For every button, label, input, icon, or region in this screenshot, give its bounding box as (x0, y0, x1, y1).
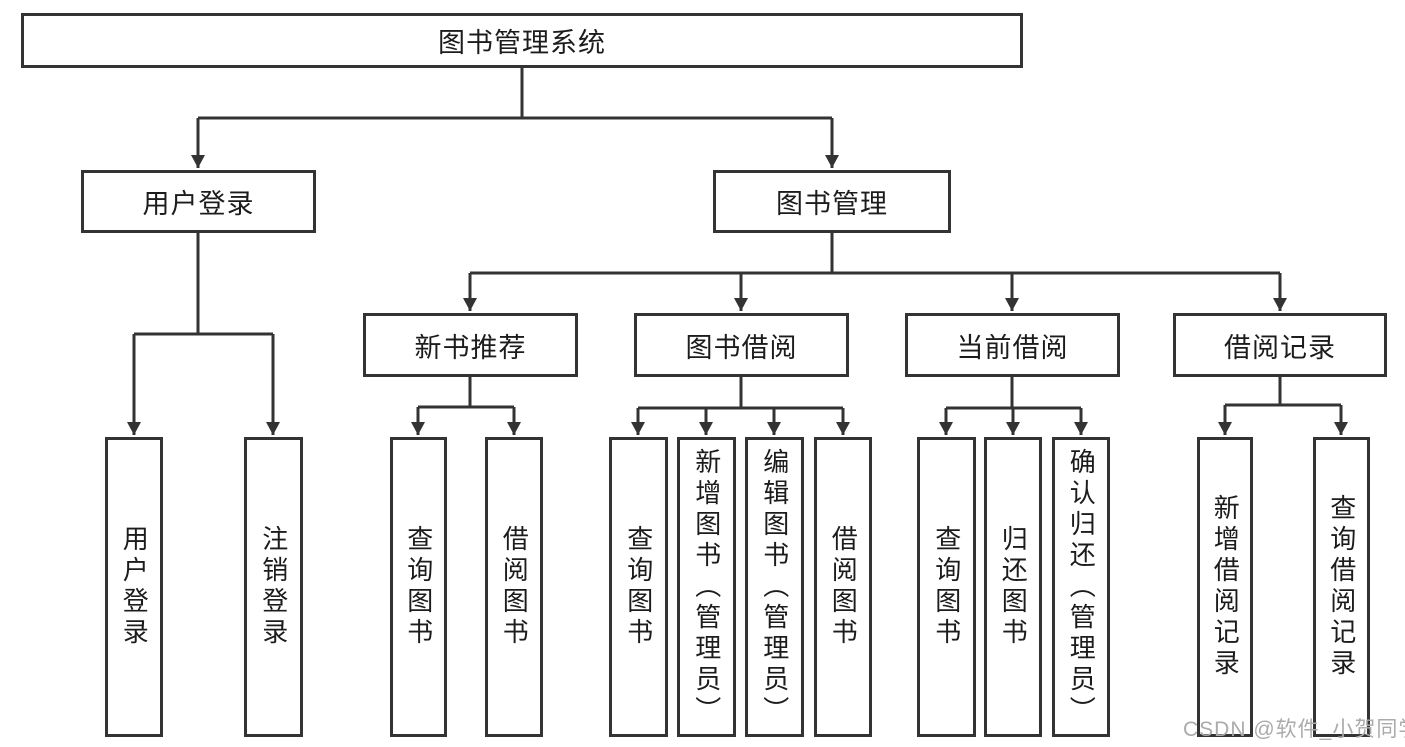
node-borrow-records: 借阅记录 (1173, 313, 1387, 377)
leaf-borrow-books-recommend-label: 借阅图书 (499, 525, 530, 649)
node-user-login-label: 用户登录 (142, 189, 255, 219)
leaf-logout: 注销登录 (244, 437, 303, 737)
leaf-query-books-recommend: 查询图书 (390, 437, 447, 737)
leaf-return-books-label: 归还图书 (998, 525, 1029, 649)
leaf-user-login: 用户登录 (105, 437, 163, 737)
node-current-borrow: 当前借阅 (905, 313, 1120, 377)
leaf-confirm-return-admin: 确认归还（管理员） (1052, 437, 1110, 737)
connector-segments (127, 68, 1348, 435)
leaf-add-borrow-record: 新增借阅记录 (1197, 437, 1253, 737)
leaf-add-book-admin-label: 新增图书（管理员） (691, 447, 722, 727)
node-borrow-records-label: 借阅记录 (1224, 332, 1336, 363)
node-new-book-recommend-label: 新书推荐 (414, 332, 527, 363)
leaf-add-borrow-record-label: 新增借阅记录 (1210, 494, 1241, 680)
node-book-borrow-label: 图书借阅 (685, 332, 798, 363)
csdn-watermark: CSDN @软件_小贺同学 (1183, 718, 1405, 741)
leaf-query-books-recommend-label: 查询图书 (403, 525, 434, 649)
leaf-query-books-current-label: 查询图书 (931, 525, 962, 649)
node-book-management-label: 图书管理 (776, 189, 888, 219)
node-root-label: 图书管理系统 (438, 28, 606, 58)
leaf-query-books-borrow: 查询图书 (609, 437, 668, 737)
node-book-borrow: 图书借阅 (634, 313, 849, 377)
leaf-add-book-admin: 新增图书（管理员） (677, 437, 736, 737)
leaf-return-books: 归还图书 (984, 437, 1042, 737)
node-root: 图书管理系统 (21, 13, 1023, 68)
leaf-confirm-return-admin-label: 确认归还（管理员） (1066, 447, 1097, 727)
node-user-login: 用户登录 (81, 170, 316, 233)
leaf-edit-book-admin-label: 编辑图书（管理员） (759, 447, 790, 727)
node-current-borrow-label: 当前借阅 (956, 332, 1069, 363)
leaf-borrow-books-borrow: 借阅图书 (814, 437, 872, 737)
leaf-borrow-books-recommend: 借阅图书 (485, 437, 543, 737)
node-book-management: 图书管理 (713, 170, 951, 233)
leaf-edit-book-admin: 编辑图书（管理员） (745, 437, 804, 737)
leaf-query-borrow-record: 查询借阅记录 (1313, 437, 1370, 737)
node-new-book-recommend: 新书推荐 (363, 313, 578, 377)
leaf-query-books-current: 查询图书 (917, 437, 976, 737)
leaf-borrow-books-borrow-label: 借阅图书 (828, 525, 859, 649)
leaf-query-books-borrow-label: 查询图书 (623, 525, 654, 649)
leaf-query-borrow-record-label: 查询借阅记录 (1326, 494, 1357, 680)
leaf-user-login-label: 用户登录 (119, 525, 150, 649)
leaf-logout-label: 注销登录 (258, 525, 289, 649)
